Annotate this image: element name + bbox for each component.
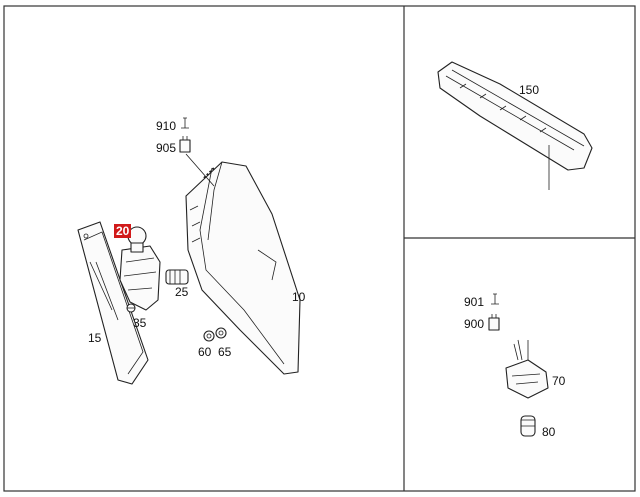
callout-910[interactable]: 910: [156, 119, 176, 133]
screw-icon[interactable]: [491, 293, 499, 305]
callout-60[interactable]: 60: [198, 345, 212, 359]
part-25-bulb[interactable]: [165, 269, 189, 285]
callout-20[interactable]: 20: [116, 224, 130, 238]
leader-line-905: [185, 153, 215, 187]
callout-10[interactable]: 10: [292, 290, 306, 304]
callout-35[interactable]: 35: [133, 316, 147, 330]
part-80-bulb[interactable]: [520, 415, 536, 437]
callout-900[interactable]: 900: [464, 317, 484, 331]
callout-25[interactable]: 25: [175, 285, 189, 299]
screw-icon[interactable]: [126, 303, 136, 313]
part-70-lamp-socket[interactable]: [505, 339, 549, 399]
part-150-third-brake-lamp[interactable]: [437, 61, 593, 190]
callout-150[interactable]: 150: [519, 83, 539, 97]
diagram-frame: [3, 5, 636, 492]
callout-65[interactable]: 65: [218, 345, 232, 359]
callout-901[interactable]: 901: [464, 295, 484, 309]
screw-icon[interactable]: [181, 117, 189, 129]
part-10-tail-lamp[interactable]: [185, 161, 301, 375]
callout-905[interactable]: 905: [156, 141, 176, 155]
callout-15[interactable]: 15: [88, 331, 102, 345]
part-65-washer[interactable]: [215, 327, 227, 339]
part-60-nut[interactable]: [203, 330, 215, 342]
connector-icon[interactable]: [179, 136, 191, 153]
part-15-cover-panel[interactable]: [77, 221, 149, 385]
callout-70[interactable]: 70: [552, 374, 566, 388]
connector-icon[interactable]: [488, 314, 500, 331]
callout-80[interactable]: 80: [542, 425, 556, 439]
callout-20-highlight: [114, 224, 131, 238]
part-20-bulb-holder[interactable]: [119, 226, 161, 311]
